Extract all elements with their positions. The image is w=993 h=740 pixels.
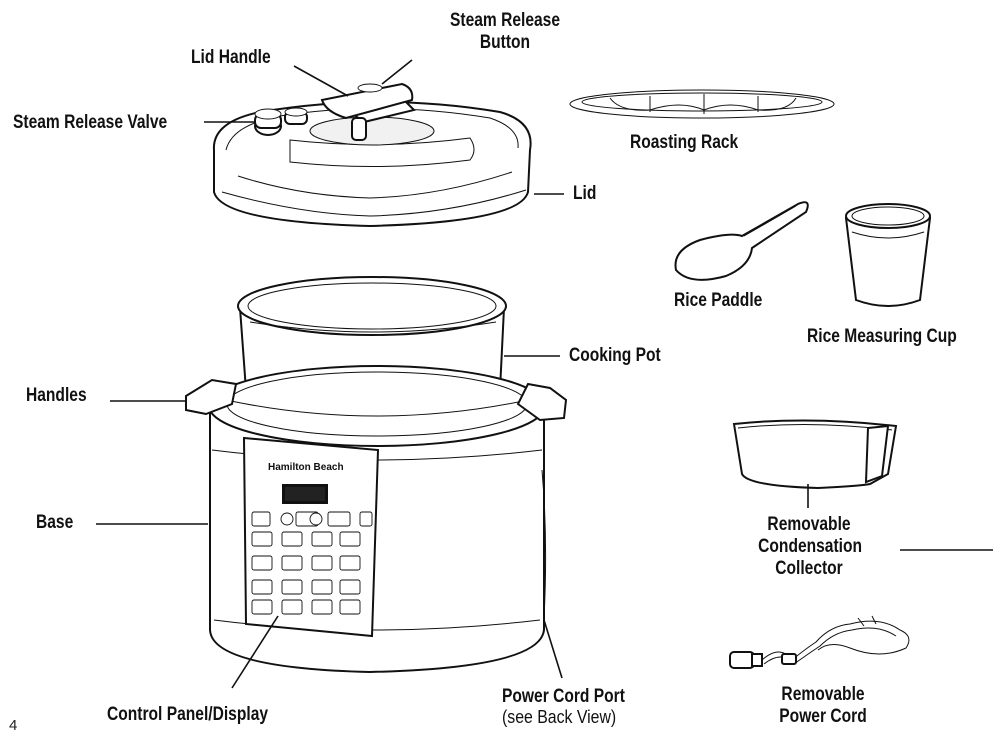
power-cord-label-line-1: Removable <box>781 684 865 705</box>
condensation-collector-label-line-2: Condensation <box>758 536 863 557</box>
panel-key-shape <box>251 579 273 595</box>
condensation-collector <box>732 419 898 490</box>
roasting-rack <box>569 89 835 119</box>
cooking-pot-label: Cooking Pot <box>569 345 661 366</box>
brand-text: Hamilton Beach <box>268 462 344 473</box>
panel-key-shape <box>311 599 333 615</box>
panel-key-shape <box>251 531 273 547</box>
panel-key-shape <box>311 579 333 595</box>
steam-release-valve-label: Steam Release Valve <box>13 112 168 133</box>
steam-release-button-label-line-2: Button <box>479 32 531 53</box>
panel-key-shape <box>359 511 373 527</box>
panel-key-shape <box>281 599 303 615</box>
page-number: 4 <box>9 717 18 734</box>
power-cord-label: Removable Power Cord <box>778 684 868 728</box>
power-cord <box>729 615 910 669</box>
condensation-collector-label-line-3: Collector <box>775 558 843 579</box>
panel-key-shape <box>327 511 351 527</box>
panel-key-shape <box>339 599 361 615</box>
roasting-rack-label: Roasting Rack <box>630 132 739 153</box>
condensation-collector-label-line-1: Removable <box>767 514 851 535</box>
base-label: Base <box>36 512 74 533</box>
lid <box>212 82 532 228</box>
control-panel-display-label: Control Panel/Display <box>107 704 269 725</box>
panel-key-shape <box>339 531 361 547</box>
panel-key-shape <box>339 555 361 571</box>
control-panel: Hamilton Beach <box>242 436 380 638</box>
rice-measuring-cup-label: Rice Measuring Cup <box>807 326 957 347</box>
panel-key-shape <box>281 555 303 571</box>
rice-paddle-label: Rice Paddle <box>674 290 763 311</box>
power-cord-port-note: (see Back View) <box>502 707 617 727</box>
lid-handle-label: Lid Handle <box>191 47 271 68</box>
panel-key-shape <box>251 555 273 571</box>
rice-paddle <box>674 201 809 281</box>
panel-round-key-shape <box>280 512 294 526</box>
power-cord-port-label: Power Cord Port <box>502 686 625 707</box>
condensation-collector-label: Removable Condensation Collector <box>758 514 863 580</box>
panel-key-shape <box>251 599 273 615</box>
panel-key-shape <box>339 579 361 595</box>
panel-round-key-shape <box>309 512 323 526</box>
steam-release-button-label: Steam Release Button <box>439 10 570 54</box>
steam-release-button-label-line-1: Steam Release <box>449 10 561 31</box>
panel-key-shape <box>281 579 303 595</box>
rice-measuring-cup <box>844 203 932 307</box>
handles-label: Handles <box>26 385 87 406</box>
panel-key-shape <box>311 531 333 547</box>
panel-key-shape <box>281 531 303 547</box>
power-cord-label-line-2: Power Cord <box>779 706 867 727</box>
lid-label: Lid <box>573 183 597 204</box>
panel-key-shape <box>311 555 333 571</box>
panel-key-shape <box>251 511 271 527</box>
leader-lines <box>96 59 993 689</box>
